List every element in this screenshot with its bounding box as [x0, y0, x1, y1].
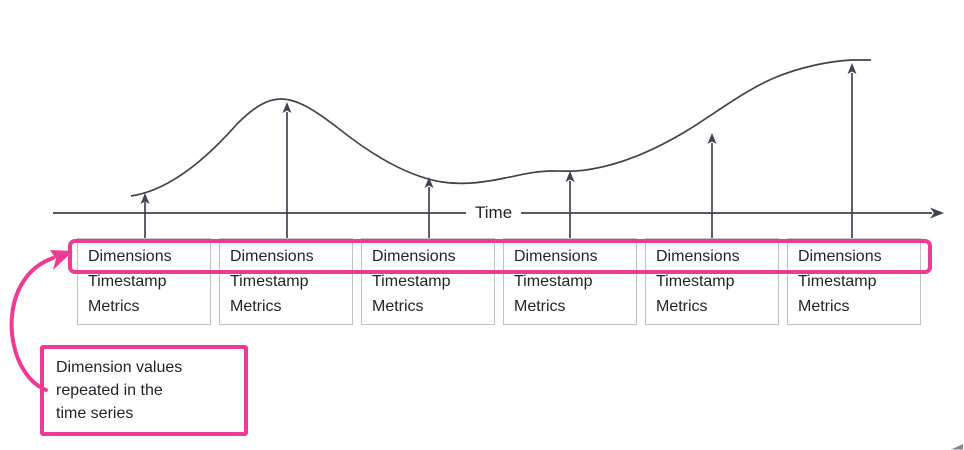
- record-metrics: Metrics: [88, 298, 140, 315]
- record-dimensions: Dimensions: [230, 248, 314, 265]
- record-timestamp: Timestamp: [372, 273, 451, 290]
- record-box: Dimensions Timestamp Metrics: [645, 238, 779, 325]
- record-dimensions: Dimensions: [656, 248, 740, 265]
- event-arrow-5-head-icon: [707, 133, 717, 144]
- record-dimensions: Dimensions: [372, 248, 456, 265]
- corner-fragment: [951, 444, 963, 450]
- event-arrow-1-head-icon: [140, 193, 150, 204]
- record-metrics: Metrics: [798, 298, 850, 315]
- records-row: Dimensions Timestamp Metrics Dimensions …: [77, 238, 921, 325]
- record-timestamp: Timestamp: [656, 273, 735, 290]
- record-box: Dimensions Timestamp Metrics: [361, 238, 495, 325]
- time-axis-label: Time: [466, 202, 522, 223]
- record-metrics: Metrics: [656, 298, 708, 315]
- record-box: Dimensions Timestamp Metrics: [787, 238, 921, 325]
- timeseries-curve-line: [130, 59, 871, 197]
- record-timestamp: Timestamp: [88, 273, 167, 290]
- event-arrow-2-head-icon: [282, 102, 292, 113]
- event-arrow-4-head-icon: [565, 171, 575, 182]
- dimensions-highlight: [68, 239, 932, 274]
- callout-note: Dimension values repeated in the time se…: [40, 345, 248, 436]
- event-arrow-3-head-icon: [424, 177, 434, 188]
- record-dimensions: Dimensions: [88, 248, 172, 265]
- record-dimensions: Dimensions: [798, 248, 882, 265]
- record-metrics: Metrics: [230, 298, 282, 315]
- record-metrics: Metrics: [372, 298, 424, 315]
- record-dimensions: Dimensions: [514, 248, 598, 265]
- record-metrics: Metrics: [514, 298, 566, 315]
- record-box: Dimensions Timestamp Metrics: [503, 238, 637, 325]
- record-box: Dimensions Timestamp Metrics: [77, 238, 211, 325]
- record-timestamp: Timestamp: [798, 273, 877, 290]
- event-arrow-6-head-icon: [847, 63, 857, 74]
- time-axis-arrowhead-icon: [930, 207, 944, 219]
- record-box: Dimensions Timestamp Metrics: [219, 238, 353, 325]
- record-timestamp: Timestamp: [514, 273, 593, 290]
- record-timestamp: Timestamp: [230, 273, 309, 290]
